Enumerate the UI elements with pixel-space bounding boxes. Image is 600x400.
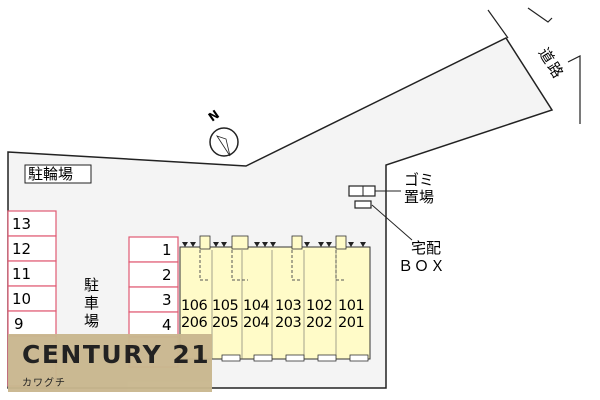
- unit-number: 104: [243, 298, 269, 314]
- parking-number: 1: [162, 241, 172, 259]
- garbage-label-2: 置場: [404, 188, 434, 206]
- parking-number: 10: [12, 290, 31, 308]
- road-edge-right-lower: [567, 55, 581, 124]
- century21-logo: CENTURY 21 カワグチ: [8, 334, 212, 392]
- parking-number: 12: [12, 240, 31, 258]
- unit-number: 103: [275, 298, 301, 314]
- compass-icon: N: [206, 107, 239, 157]
- delivery-box-label-2: ＢＯＸ: [398, 257, 446, 275]
- car-parking-label-2: 車: [84, 294, 99, 312]
- bicycle-parking-label: 駐輪場: [28, 165, 73, 183]
- parking-number: 4: [162, 316, 172, 334]
- logo-subtitle: カワグチ: [22, 378, 66, 389]
- unit-number: 203: [275, 315, 301, 331]
- unit-number: 101: [338, 298, 364, 314]
- garbage-label-1: ゴミ: [404, 171, 434, 189]
- unit-number: 204: [243, 315, 269, 331]
- road-edge-right: [527, 7, 553, 23]
- logo-brand: CENTURY 21: [22, 340, 211, 369]
- bicycle-parking-box: [24, 164, 92, 184]
- parking-number: 2: [162, 266, 172, 284]
- parking-number: 9: [14, 315, 24, 333]
- unit-number: 102: [306, 298, 332, 314]
- car-parking-label-1: 駐: [84, 276, 99, 294]
- compass-north-label: N: [206, 107, 222, 124]
- unit-number: 105: [212, 298, 238, 314]
- road-edge-left: [487, 9, 509, 39]
- parking-number: 13: [12, 215, 31, 233]
- unit-number: 205: [212, 315, 238, 331]
- delivery-box-icon: [354, 200, 372, 209]
- apartment-building: 106 105 104 103 102 101 206 205 204 203 …: [179, 235, 371, 362]
- delivery-leader-line: [371, 204, 413, 241]
- unit-number: 202: [306, 315, 332, 331]
- garbage-area-icon: [348, 185, 376, 197]
- parking-number: 11: [12, 265, 31, 283]
- unit-number: 206: [181, 315, 207, 331]
- parking-number: 3: [162, 291, 172, 309]
- unit-number: 201: [338, 315, 364, 331]
- delivery-box-label-1: 宅配: [411, 239, 441, 257]
- unit-number: 106: [181, 298, 207, 314]
- car-parking-label-3: 場: [84, 312, 99, 330]
